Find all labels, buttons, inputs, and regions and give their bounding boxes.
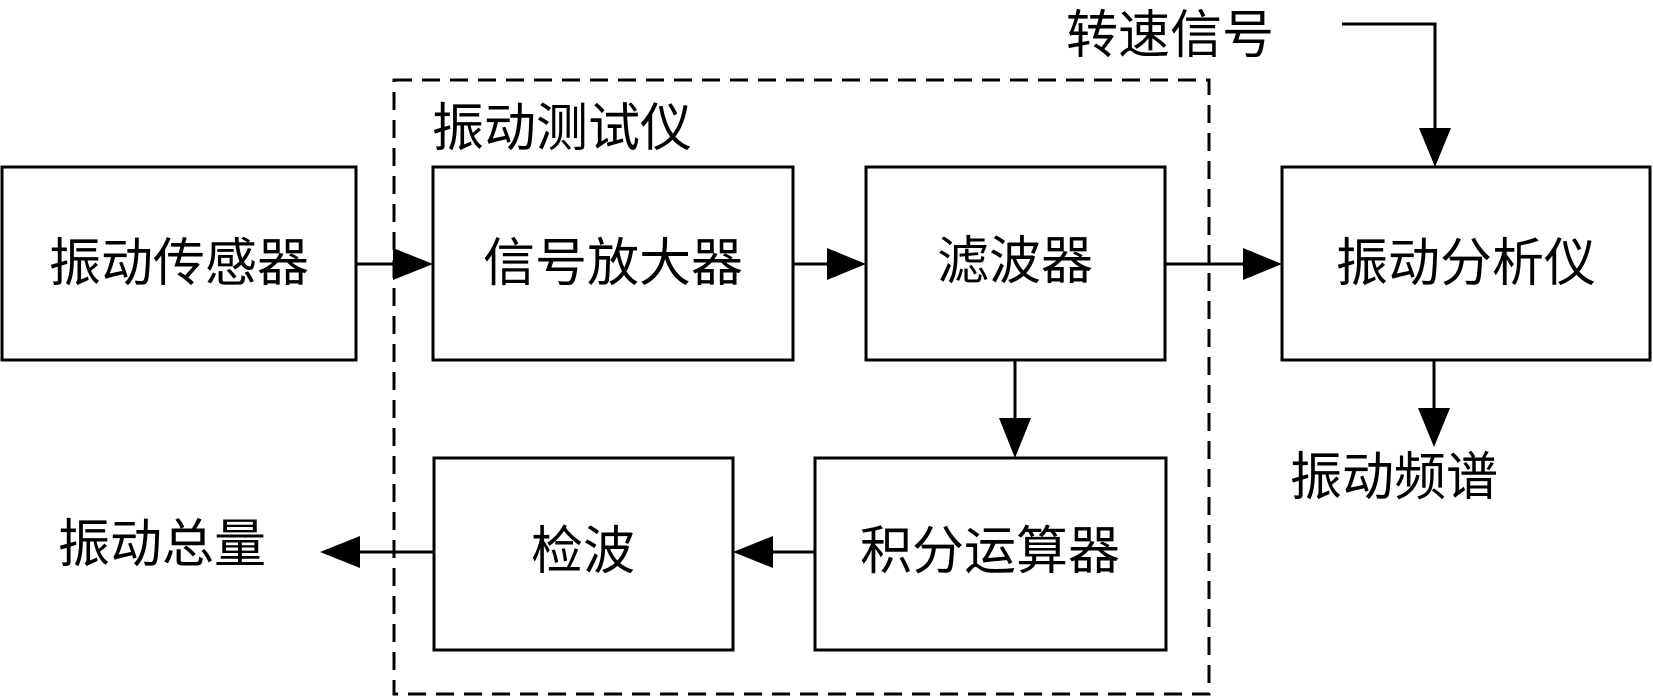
vibration-tester-group-label: 振动测试仪 [432,99,692,159]
arrowhead [1419,128,1451,167]
total-label: 振动总量 [58,515,266,575]
integrator-box [813,456,1168,652]
spectrum-label: 振动频谱 [1290,448,1498,508]
node-amplifier: 信号放大器 [431,165,795,362]
amplifier-box [431,165,795,362]
speed-signal-label: 转速信号 [1066,6,1274,66]
edge-speed-signal-to-analyzer [1342,22,1451,167]
arrowhead [1418,408,1450,447]
analyzer-box [1280,165,1652,362]
node-analyzer: 振动分析仪 [1280,165,1652,362]
amplifier-label: 信号放大器 [483,234,743,294]
arrowhead [320,536,360,568]
integrator-label: 积分运算器 [860,522,1120,582]
detector-box [432,456,735,652]
edge-amplifier-to-filter [793,248,866,280]
edge-filter-to-analyzer [1165,248,1282,280]
node-detector: 检波 [432,456,735,652]
arrowhead [733,536,773,568]
arrowhead [999,418,1031,458]
edge-analyzer-to-spectrum [1418,360,1450,447]
edge-filter-to-integrator [999,360,1031,458]
analyzer-label: 振动分析仪 [1336,234,1596,294]
edge-detector-to-total [320,536,434,568]
arrowhead [1243,248,1282,280]
node-sensor: 振动传感器 [0,165,358,362]
node-filter: 滤波器 [864,165,1167,362]
sensor-box [0,165,358,362]
detector-label: 检波 [531,522,635,582]
arrowhead [827,248,866,280]
edge-sensor-to-amplifier [356,248,433,280]
arrowhead [393,248,433,280]
edge-line [1342,22,1437,132]
vibration-tester-group-border [392,78,1211,696]
sensor-label: 振动传感器 [49,234,309,294]
node-integrator: 积分运算器 [813,456,1168,652]
filter-label: 滤波器 [937,232,1093,292]
edge-integrator-to-detector [733,536,815,568]
